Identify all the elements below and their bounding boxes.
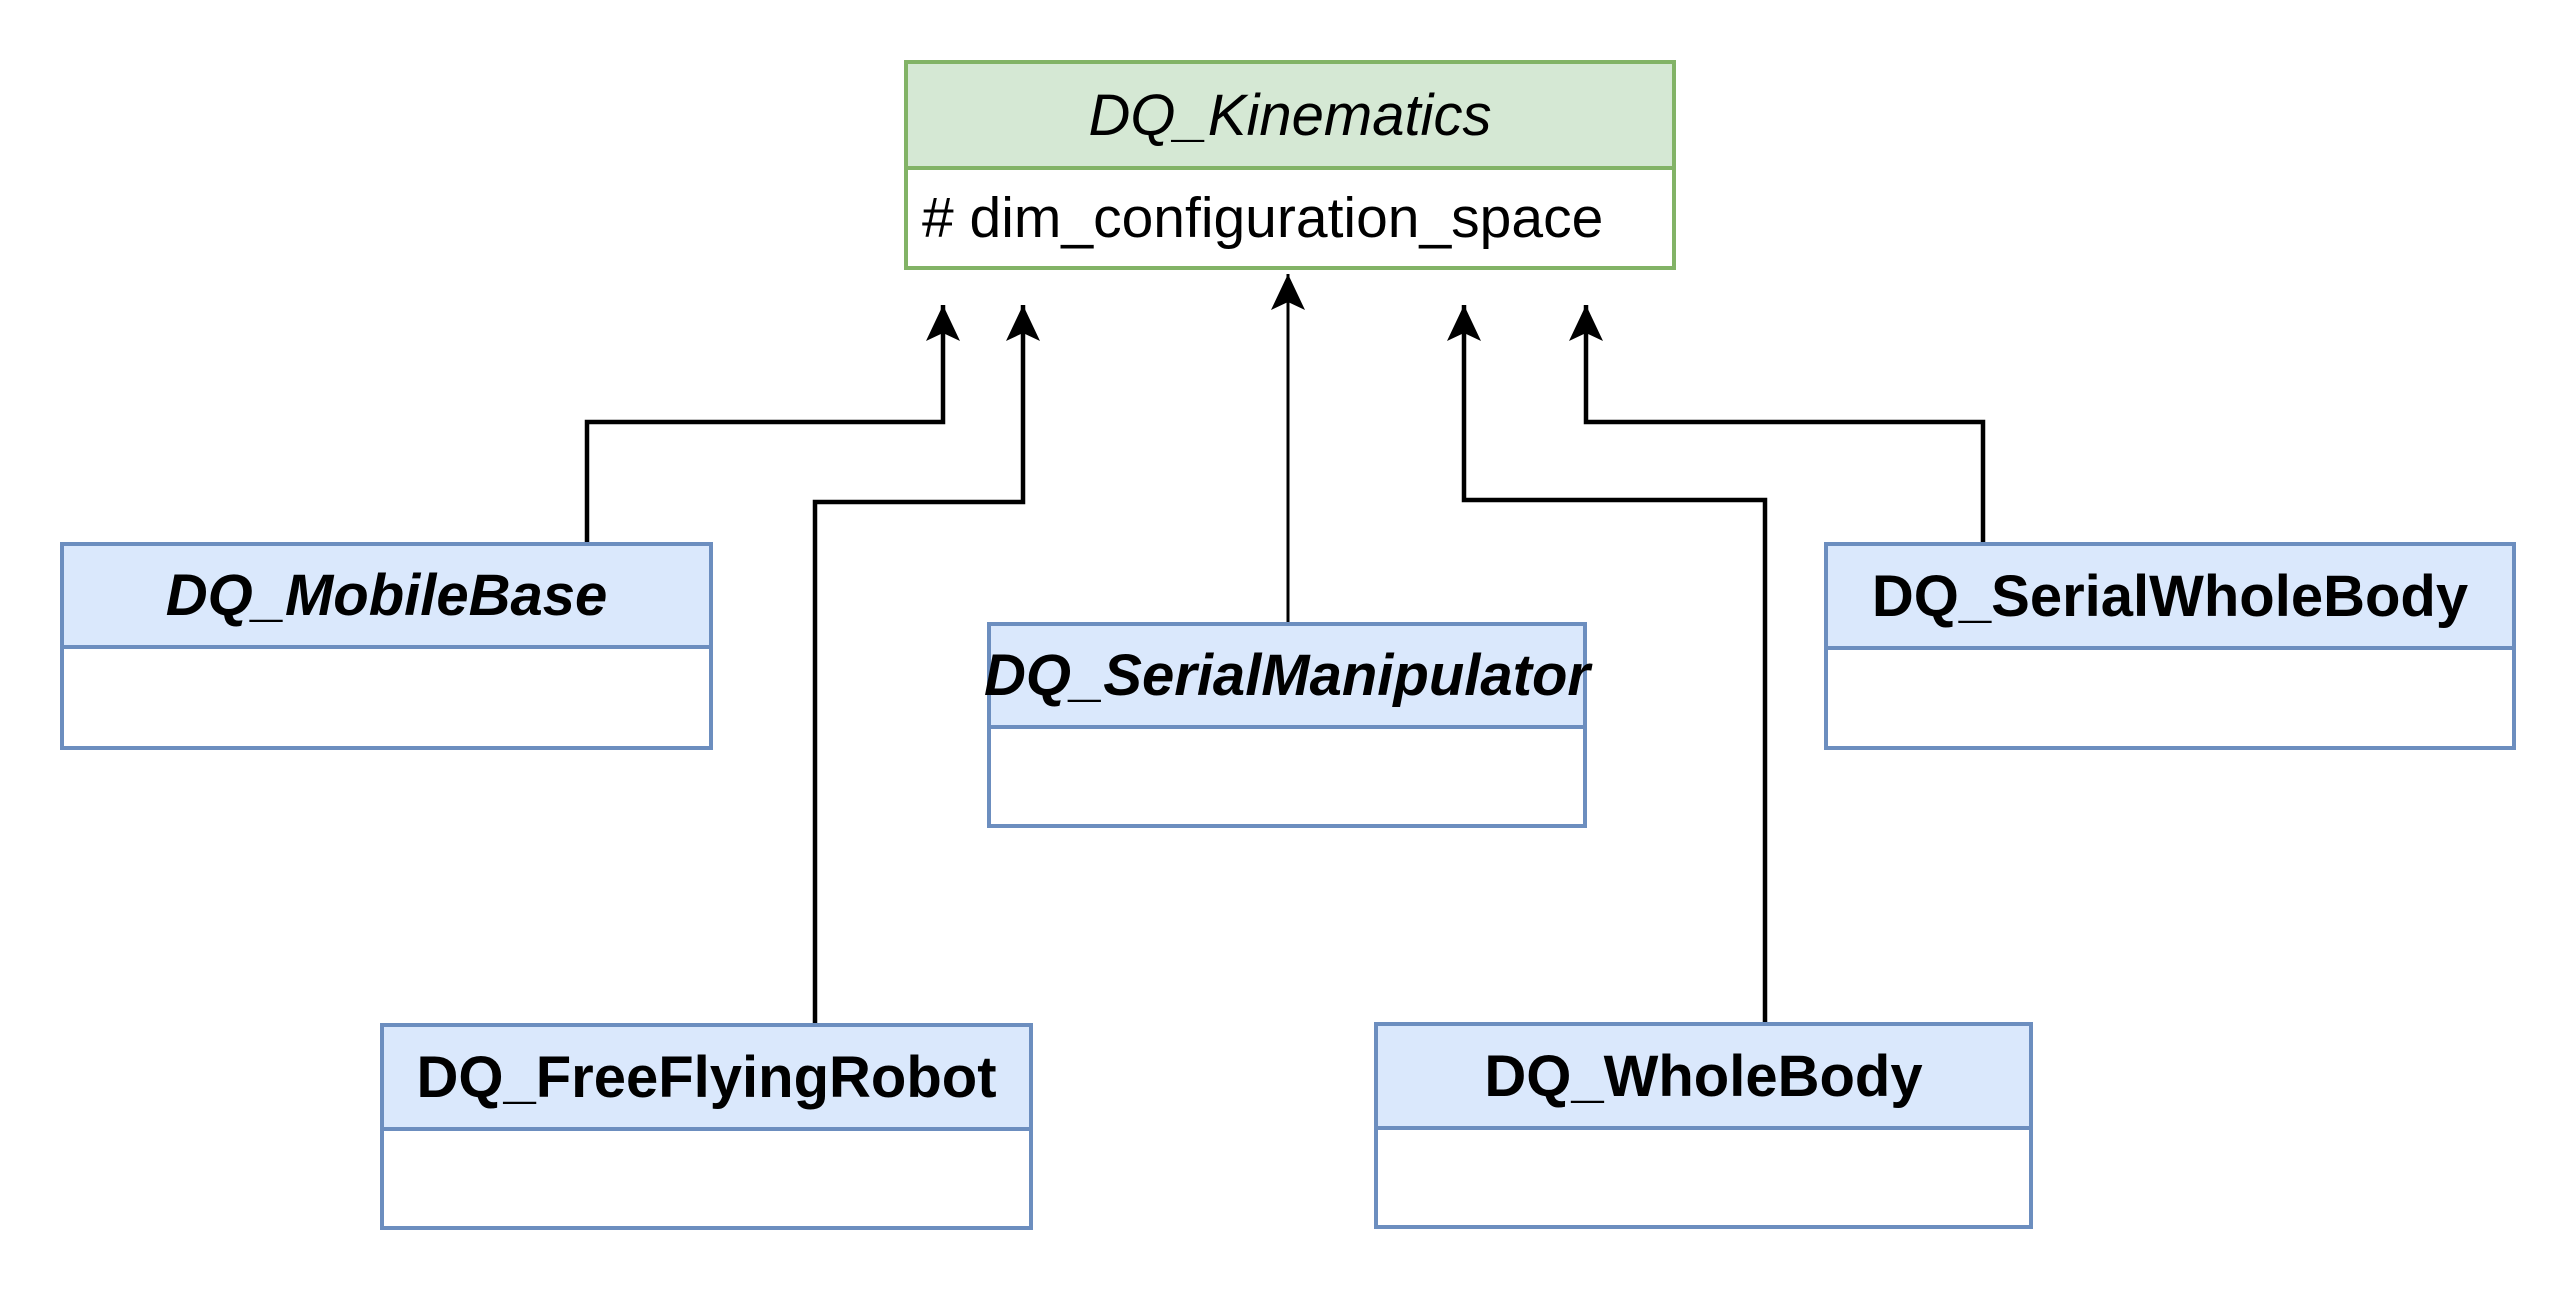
class-header: DQ_Kinematics — [908, 64, 1672, 170]
class-title: DQ_MobileBase — [165, 563, 608, 628]
edge-whole-body-to-kinematics — [1447, 305, 1768, 1022]
class-box-free-flying-robot[interactable]: DQ_FreeFlyingRobot — [380, 1023, 1033, 1230]
class-header: DQ_FreeFlyingRobot — [384, 1027, 1029, 1131]
class-title: DQ_SerialWholeBody — [1871, 563, 2469, 629]
class-title: DQ_FreeFlyingRobot — [416, 1044, 997, 1110]
class-box-serial-manipulator[interactable]: DQ_SerialManipulator — [984, 622, 1590, 828]
class-box-kinematics[interactable]: DQ_Kinematics # dim_configuration_space — [904, 60, 1676, 270]
class-header: DQ_WholeBody — [1378, 1026, 2029, 1130]
edge-mobile-base-to-kinematics — [584, 305, 960, 542]
edge-free-flying-robot-to-kinematics — [812, 305, 1040, 1023]
class-header: DQ_SerialManipulator — [984, 626, 1590, 729]
class-attributes — [64, 649, 709, 746]
class-box-serial-whole-body[interactable]: DQ_SerialWholeBody — [1824, 542, 2516, 750]
class-header: DQ_MobileBase — [64, 546, 709, 649]
class-title: DQ_WholeBody — [1484, 1043, 1923, 1109]
class-attributes — [991, 729, 1583, 824]
class-title: DQ_Kinematics — [1088, 82, 1492, 148]
class-attributes: # dim_configuration_space — [908, 170, 1672, 266]
class-attributes — [384, 1131, 1029, 1226]
class-box-mobile-base[interactable]: DQ_MobileBase — [60, 542, 713, 750]
class-attributes — [1828, 650, 2512, 746]
class-box-whole-body[interactable]: DQ_WholeBody — [1374, 1022, 2033, 1229]
class-attributes — [1378, 1130, 2029, 1225]
class-title: DQ_SerialManipulator — [984, 643, 1590, 708]
class-header: DQ_SerialWholeBody — [1828, 546, 2512, 650]
edge-serial-whole-body-to-kinematics — [1569, 305, 1986, 542]
class-attribute: # dim_configuration_space — [922, 186, 1604, 250]
